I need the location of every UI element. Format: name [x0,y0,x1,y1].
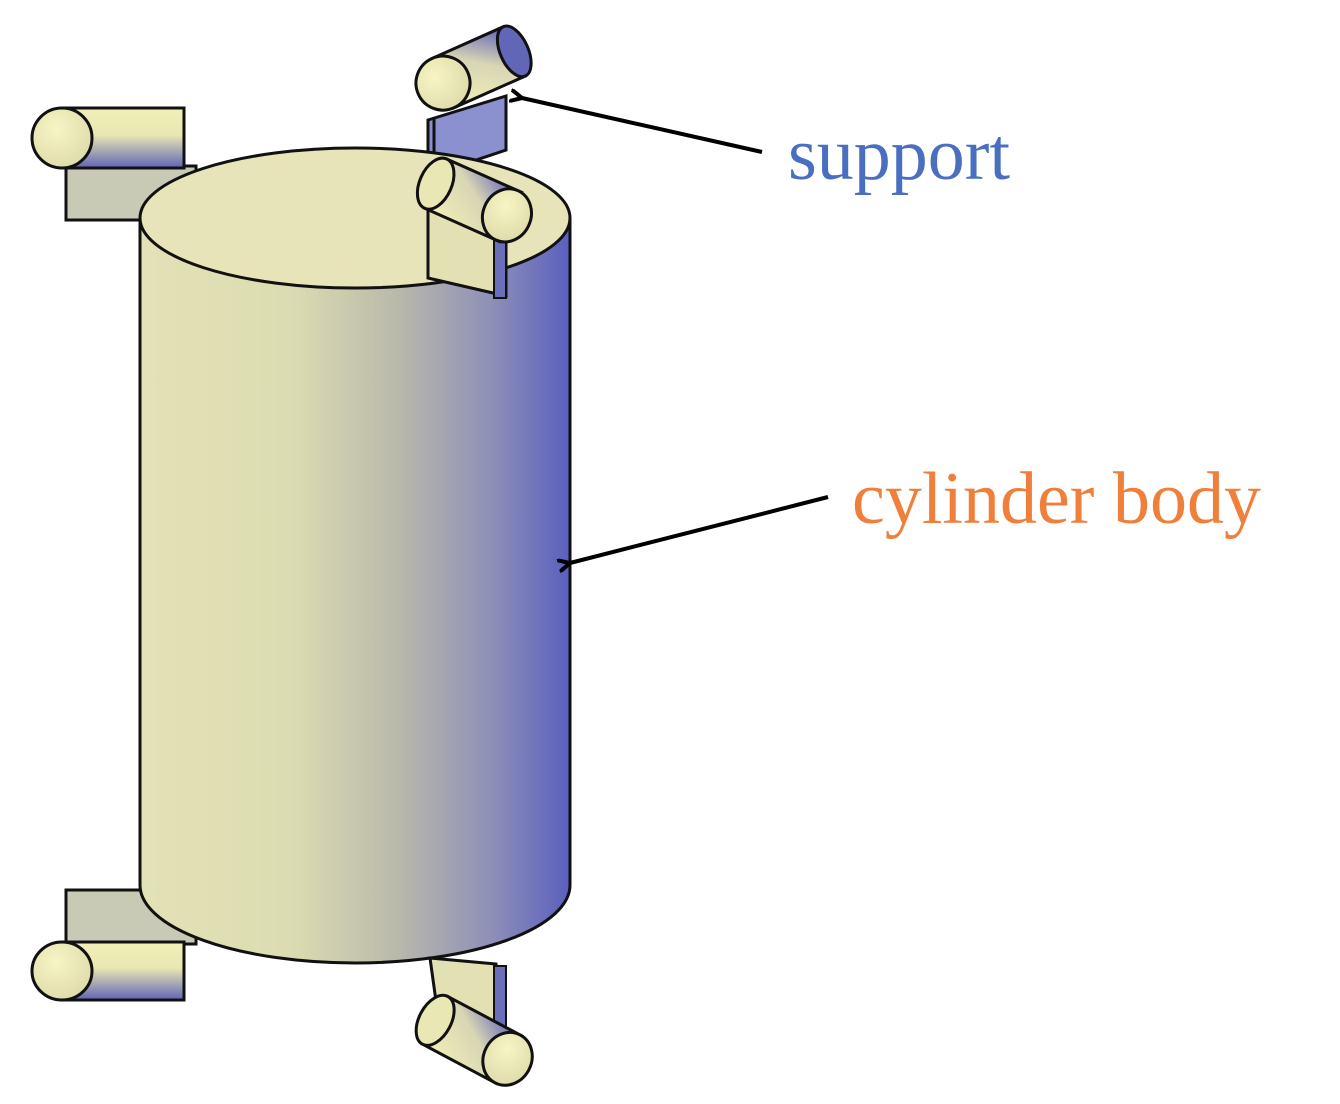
support-upper-right-front [415,156,533,299]
cylinder-arrow [570,495,829,563]
support-label: support [788,114,1010,196]
cylinder-body-label: cylinder body [852,458,1261,540]
support-arrow [522,98,763,154]
support-upper-left [30,106,198,222]
support-lower-right [414,956,534,1087]
